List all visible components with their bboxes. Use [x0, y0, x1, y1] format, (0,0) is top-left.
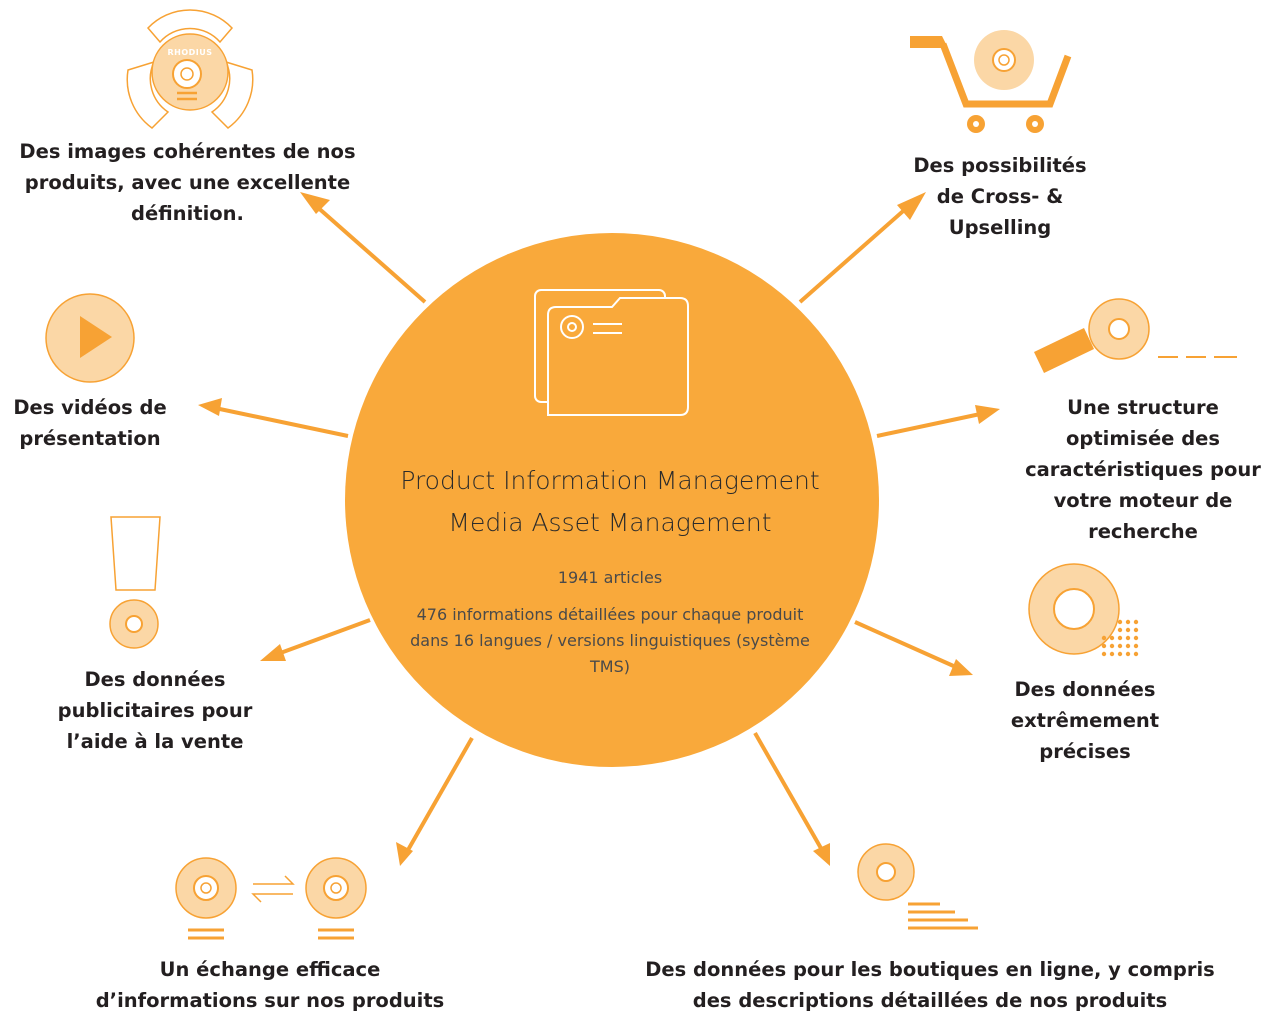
label-line: optimisée des — [1065, 427, 1220, 450]
arrow-shops — [753, 732, 824, 851]
arrow-cross-head — [897, 192, 926, 220]
target-logo-icon — [126, 9, 254, 129]
label-line: l’aide à la vente — [66, 730, 244, 753]
precision-dot — [1133, 627, 1139, 633]
brand-logo-text: RHODIUS — [167, 48, 213, 57]
label-line: Un échange efficace — [159, 958, 381, 981]
precision-dot — [1133, 619, 1139, 625]
arrow-cross — [798, 203, 912, 304]
connector-arrows — [198, 192, 1000, 866]
label-line: Des données pour les boutiques en ligne,… — [645, 958, 1215, 981]
arrow-precise — [854, 620, 959, 670]
precision-dot — [1117, 651, 1123, 657]
label-line: des descriptions détaillées de nos produ… — [692, 989, 1168, 1012]
label-precise: Des données extrêmement précises — [975, 674, 1195, 767]
precision-dot — [1117, 627, 1123, 633]
precision-dot — [1125, 635, 1131, 641]
label-line: publicitaires pour — [57, 699, 253, 722]
center-title-line2: Media Asset Management — [448, 508, 772, 537]
label-line: de Cross- & — [936, 185, 1064, 208]
center-articles: 1941 articles — [557, 568, 663, 587]
label-line: produits, avec une excellente — [24, 171, 351, 194]
precision-dot — [1109, 643, 1115, 649]
play-icon — [45, 293, 135, 383]
exchange-arrows-icon — [175, 857, 367, 940]
arrow-structure-head — [975, 405, 1000, 424]
label-line: extrêmement — [1010, 709, 1160, 732]
label-cross: Des possibilités de Cross- & Upselling — [880, 150, 1120, 243]
precision-dots-icon — [1028, 563, 1139, 657]
precision-dot — [1125, 619, 1131, 625]
precision-dot — [1133, 635, 1139, 641]
precision-dot — [1133, 643, 1139, 649]
precision-dot — [1101, 635, 1107, 641]
arrow-videos-head — [198, 398, 222, 416]
precision-dot — [1125, 651, 1131, 657]
label-line: Une structure — [1067, 396, 1219, 419]
arrow-images-head — [300, 192, 330, 214]
label-line: Des données — [84, 668, 226, 691]
precision-dot — [1133, 651, 1139, 657]
central-hub-circle — [345, 233, 879, 767]
center-details: 476 informations détaillées pour chaque … — [410, 605, 810, 676]
arrow-advertising — [274, 618, 371, 657]
shopping-cart-icon — [910, 30, 1072, 133]
label-shops: Des données pour les boutiques en ligne,… — [600, 954, 1260, 1016]
folder-icon — [534, 289, 689, 416]
exclamation-icon — [109, 516, 161, 649]
precision-dot — [1117, 619, 1123, 625]
label-line: présentation — [19, 427, 161, 450]
search-magnifier-icon — [1034, 298, 1237, 373]
precision-dot — [1109, 635, 1115, 641]
label-line: recherche — [1088, 520, 1198, 543]
label-line: caractéristiques pour — [1025, 458, 1261, 481]
precision-dot — [1109, 651, 1115, 657]
arrow-precise-head — [949, 659, 973, 676]
label-exchange: Un échange efficace d’informations sur n… — [60, 954, 480, 1016]
arrow-shops-head — [813, 843, 830, 866]
label-line: Des possibilités — [913, 154, 1087, 177]
precision-dot — [1101, 651, 1107, 657]
arrow-structure — [876, 411, 986, 438]
precision-dot — [1125, 627, 1131, 633]
label-line: précises — [1039, 740, 1131, 763]
stacked-lines-icon — [857, 843, 978, 930]
arrow-exchange-head — [396, 842, 413, 866]
label-images: Des images cohérentes de nos produits, a… — [0, 136, 375, 229]
arrow-advertising-head — [260, 644, 286, 661]
label-videos: Des vidéos de présentation — [0, 392, 180, 454]
center-title-line1: Product Information Management — [400, 466, 820, 495]
label-line: d’informations sur nos produits — [95, 989, 445, 1012]
label-line: Des images cohérentes de nos — [19, 140, 356, 163]
precision-dot — [1117, 635, 1123, 641]
label-line: Upselling — [948, 216, 1052, 239]
label-line: votre moteur de — [1053, 489, 1233, 512]
label-advertising: Des données publicitaires pour l’aide à … — [40, 664, 270, 757]
arrow-videos — [214, 406, 349, 438]
arrow-images — [313, 203, 427, 304]
label-structure: Une structure optimisée des caractéristi… — [1018, 392, 1268, 547]
label-line: Des données — [1014, 678, 1156, 701]
label-line: Des vidéos de — [13, 396, 167, 419]
center-title: Product Information Management Media Ass… — [345, 460, 875, 544]
precision-dot — [1101, 643, 1107, 649]
precision-dot — [1117, 643, 1123, 649]
label-line: définition. — [131, 202, 244, 225]
arrow-exchange — [406, 737, 474, 851]
precision-dot — [1125, 643, 1131, 649]
